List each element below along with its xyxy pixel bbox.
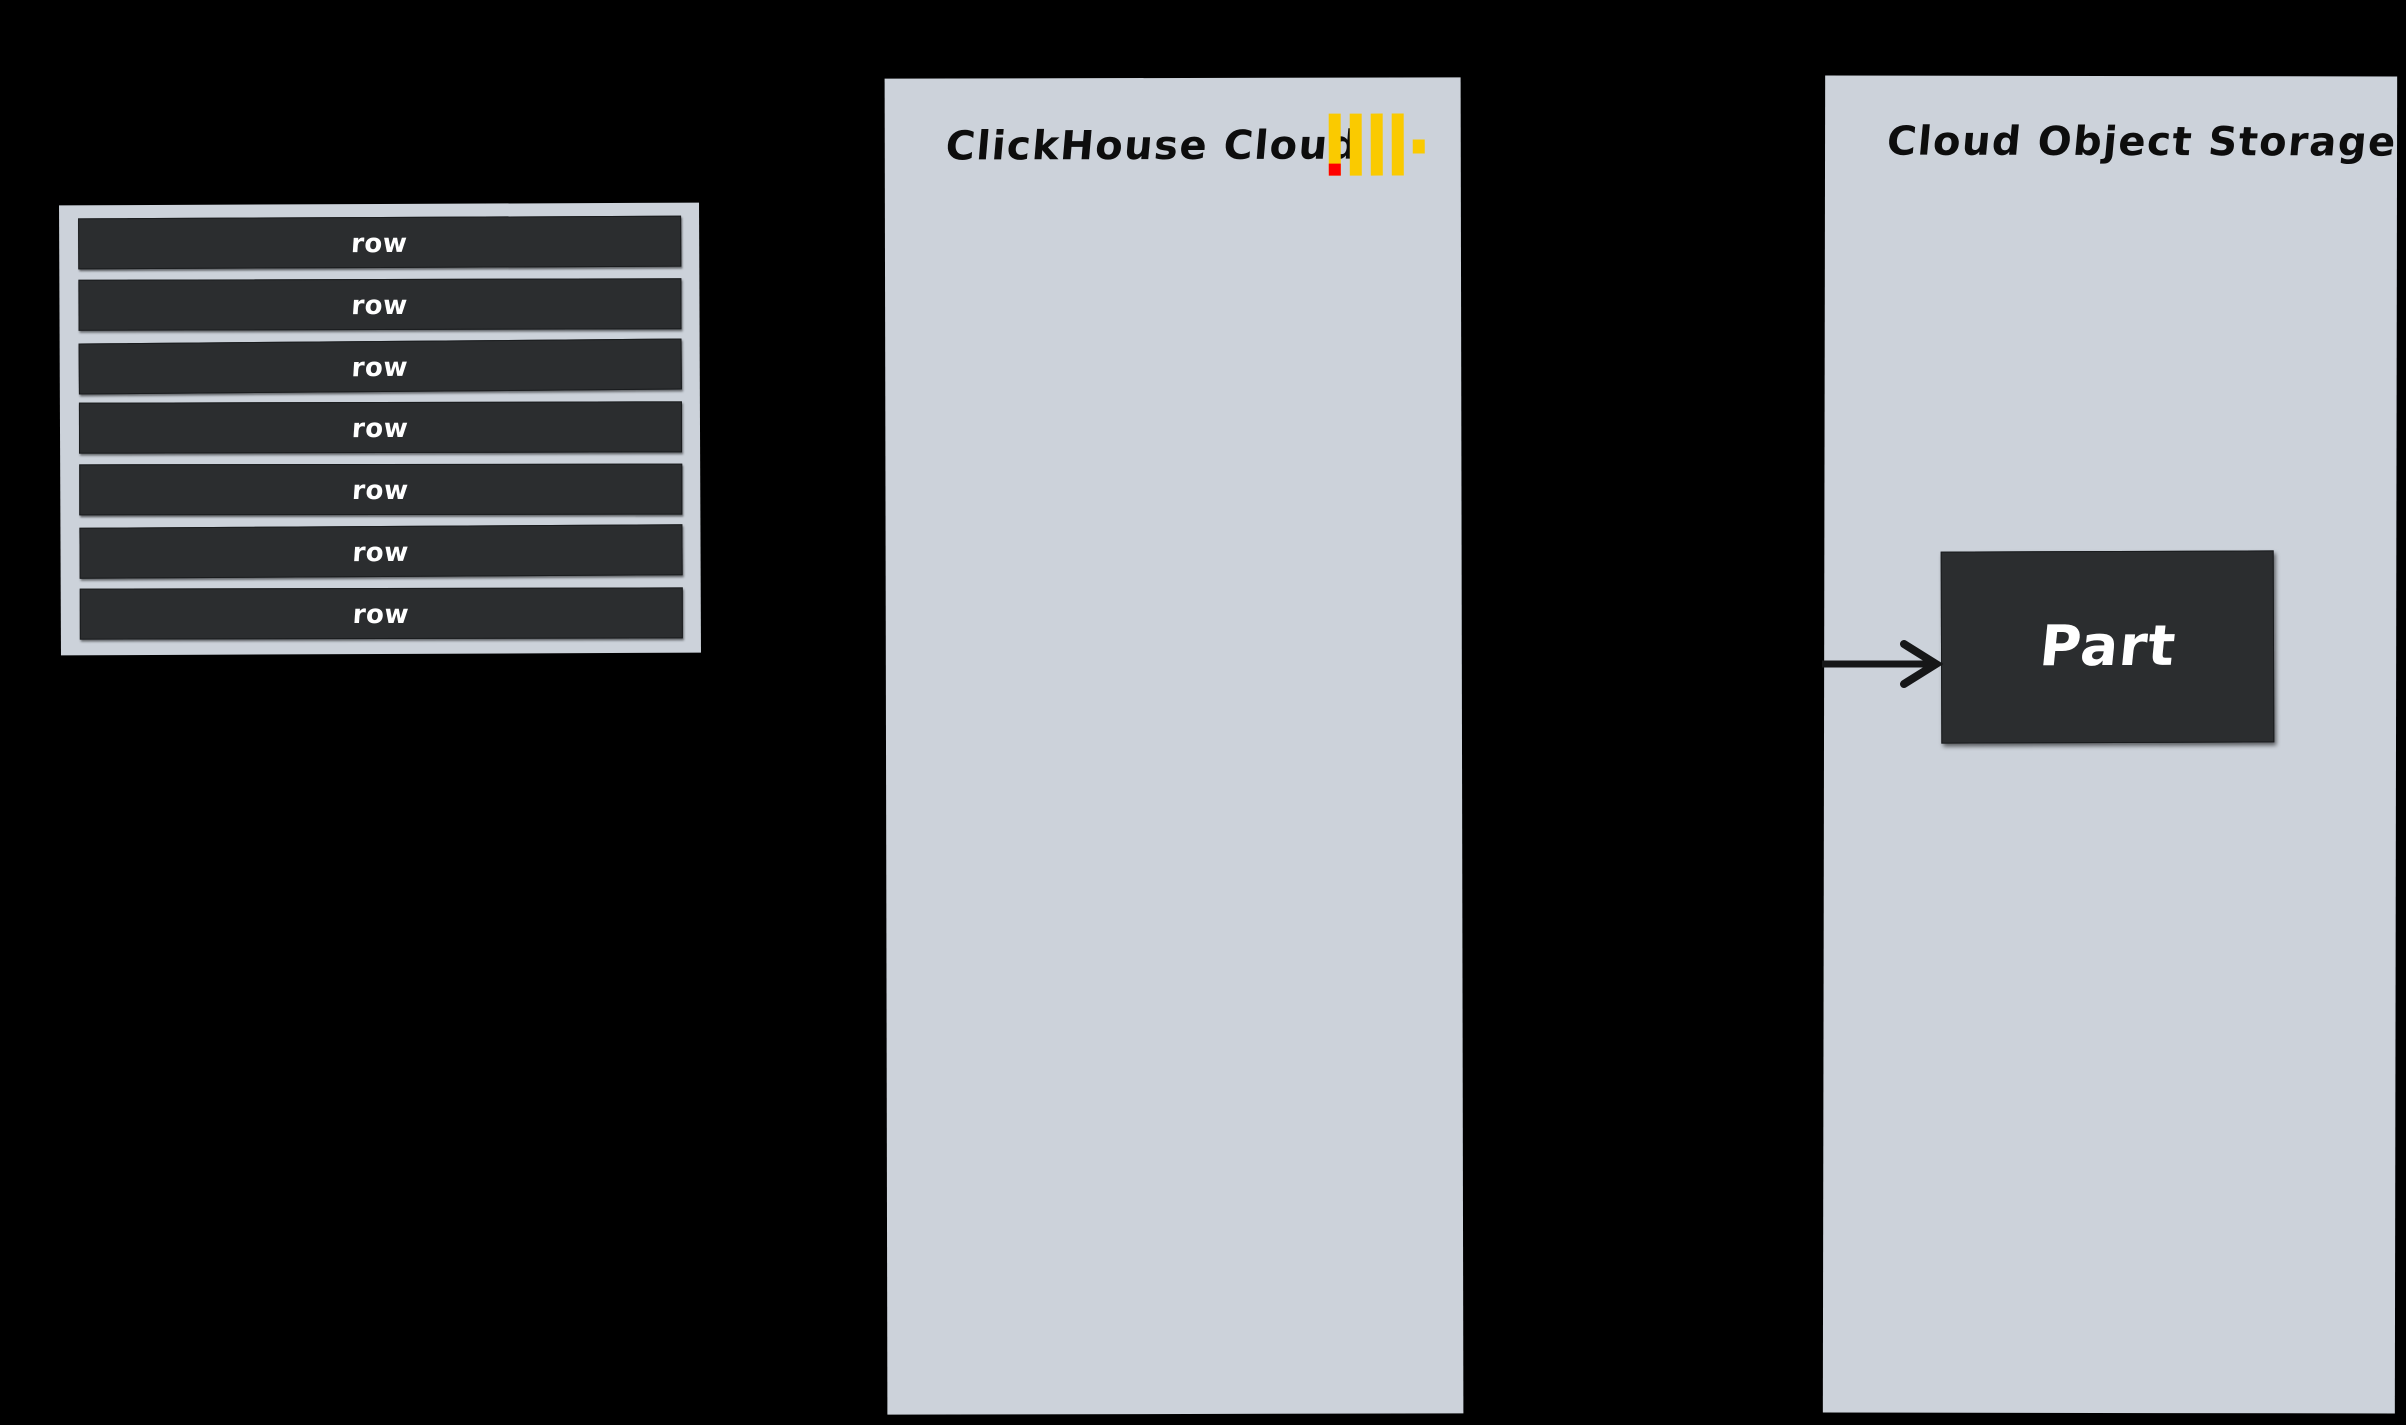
rows-list: row row row row row row row bbox=[78, 215, 683, 641]
row-label: row bbox=[350, 228, 409, 259]
clickhouse-cloud-panel: ClickHouse Cloud bbox=[884, 77, 1464, 1415]
list-item: row bbox=[78, 278, 682, 331]
list-item: row bbox=[78, 215, 682, 270]
logo-bar bbox=[1370, 113, 1383, 176]
logo-accent-square bbox=[1328, 163, 1341, 176]
row-label: row bbox=[351, 413, 410, 445]
logo-dot bbox=[1412, 139, 1425, 154]
cloud-object-storage-title: Cloud Object Storage bbox=[1884, 118, 2399, 166]
logo-bar bbox=[1328, 113, 1341, 176]
logo-bar bbox=[1349, 113, 1362, 176]
list-item: row bbox=[79, 587, 683, 640]
list-item: row bbox=[79, 463, 683, 516]
clickhouse-cloud-title: ClickHouse Cloud bbox=[943, 122, 1361, 170]
row-label: row bbox=[351, 351, 410, 383]
row-label: row bbox=[351, 475, 410, 506]
list-item: row bbox=[79, 524, 683, 579]
rows-table: row row row row row row row bbox=[59, 202, 701, 656]
part-box: Part bbox=[1940, 550, 2275, 744]
part-label: Part bbox=[2036, 613, 2179, 680]
row-label: row bbox=[350, 290, 410, 321]
list-item: row bbox=[78, 401, 683, 455]
clickhouse-logo-icon bbox=[1328, 113, 1425, 176]
cloud-object-storage-panel: Cloud Object Storage bbox=[1822, 75, 2399, 1414]
logo-bar bbox=[1391, 113, 1404, 176]
insert-arrow-icon bbox=[1822, 640, 1944, 688]
row-label: row bbox=[351, 537, 411, 568]
row-label: row bbox=[352, 599, 411, 630]
list-item: row bbox=[78, 338, 682, 395]
